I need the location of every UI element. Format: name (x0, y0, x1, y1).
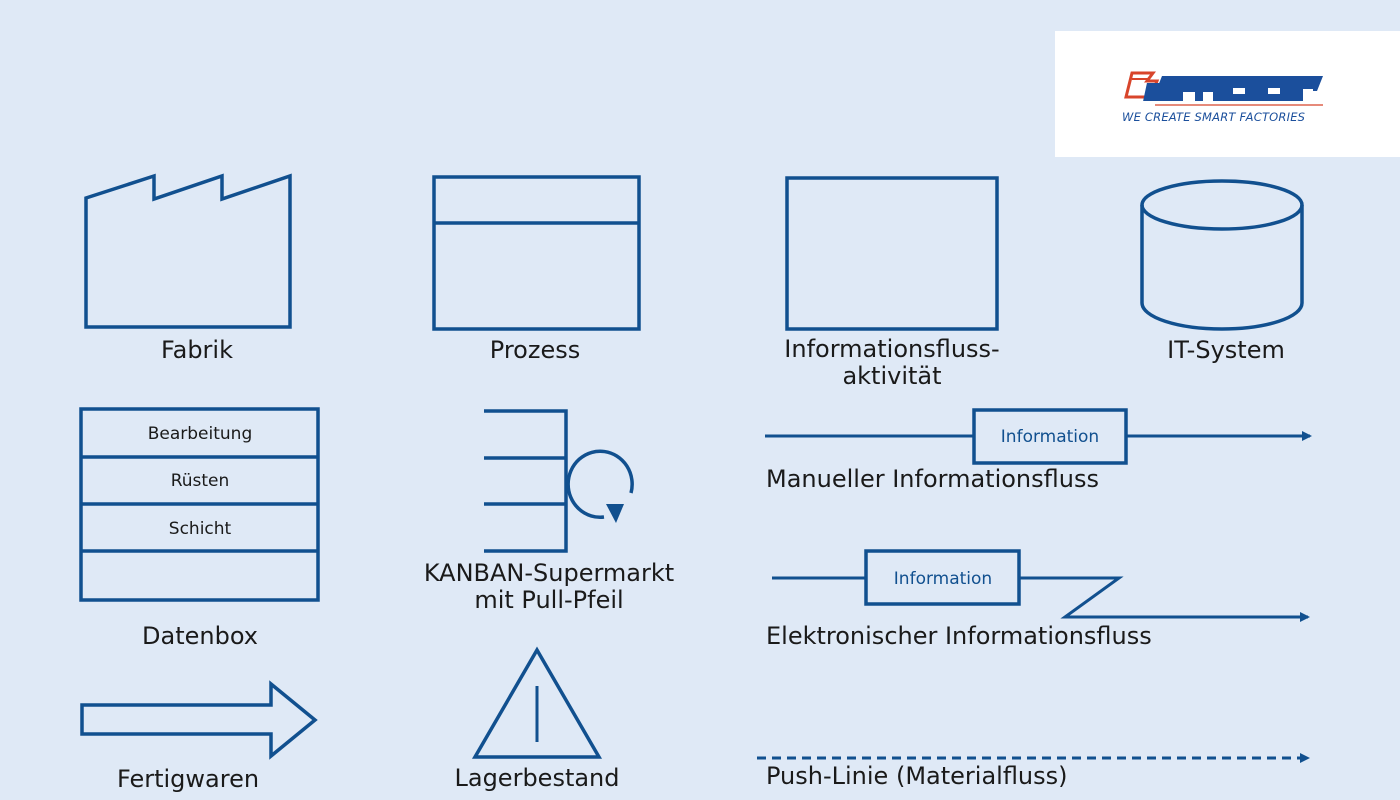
data-box-row: Rüsten (170, 471, 230, 491)
manual-flow-box-text: Information (1000, 427, 1100, 447)
factory-icon (84, 173, 292, 329)
data-box-icon (79, 407, 320, 602)
kanban-label: KANBAN-Supermarkt mit Pull-Pfeil (424, 560, 674, 614)
process-icon (432, 175, 641, 331)
inventory-triangle-icon (471, 646, 603, 759)
information-activity-label-line1: Informationsfluss- (784, 335, 1000, 363)
information-activity-label: Informationsfluss- aktivität (784, 336, 999, 390)
fertigwaren-label: Fertigwaren (116, 765, 260, 793)
electronic-flow-label: Elektronischer Informationsfluss (766, 622, 1152, 650)
kanban-supermarket-icon (484, 409, 568, 553)
manual-flow-label: Manueller Informationsfluss (766, 465, 1099, 493)
pull-arrow-icon (566, 449, 634, 523)
information-activity-icon (785, 176, 999, 331)
finished-goods-arrow-icon (80, 680, 318, 760)
datenbox-label: Datenbox (142, 622, 258, 650)
logo-panel: WE CREATE SMART FACTORIES (1055, 31, 1400, 157)
mpdv-logo-icon (1124, 71, 1323, 106)
it-system-icon (1140, 179, 1304, 331)
information-activity-label-line2: aktivität (842, 362, 942, 390)
kanban-label-line1: KANBAN-Supermarkt (423, 559, 675, 587)
data-box-row: Bearbeitung (147, 424, 253, 444)
prozess-label: Prozess (489, 336, 581, 364)
lagerbestand-label: Lagerbestand (454, 764, 620, 792)
electronic-information-flow-icon (772, 549, 1310, 622)
fabrik-label: Fabrik (161, 336, 233, 364)
manual-information-flow-icon (765, 408, 1312, 465)
electronic-flow-box-text: Information (893, 569, 993, 589)
push-line-label: Push-Linie (Materialfluss) (766, 762, 1068, 790)
it-system-label: IT-System (1167, 336, 1285, 364)
kanban-label-line2: mit Pull-Pfeil (474, 586, 624, 614)
data-box-row: Schicht (168, 519, 232, 539)
logo-tagline: WE CREATE SMART FACTORIES (1122, 110, 1306, 124)
